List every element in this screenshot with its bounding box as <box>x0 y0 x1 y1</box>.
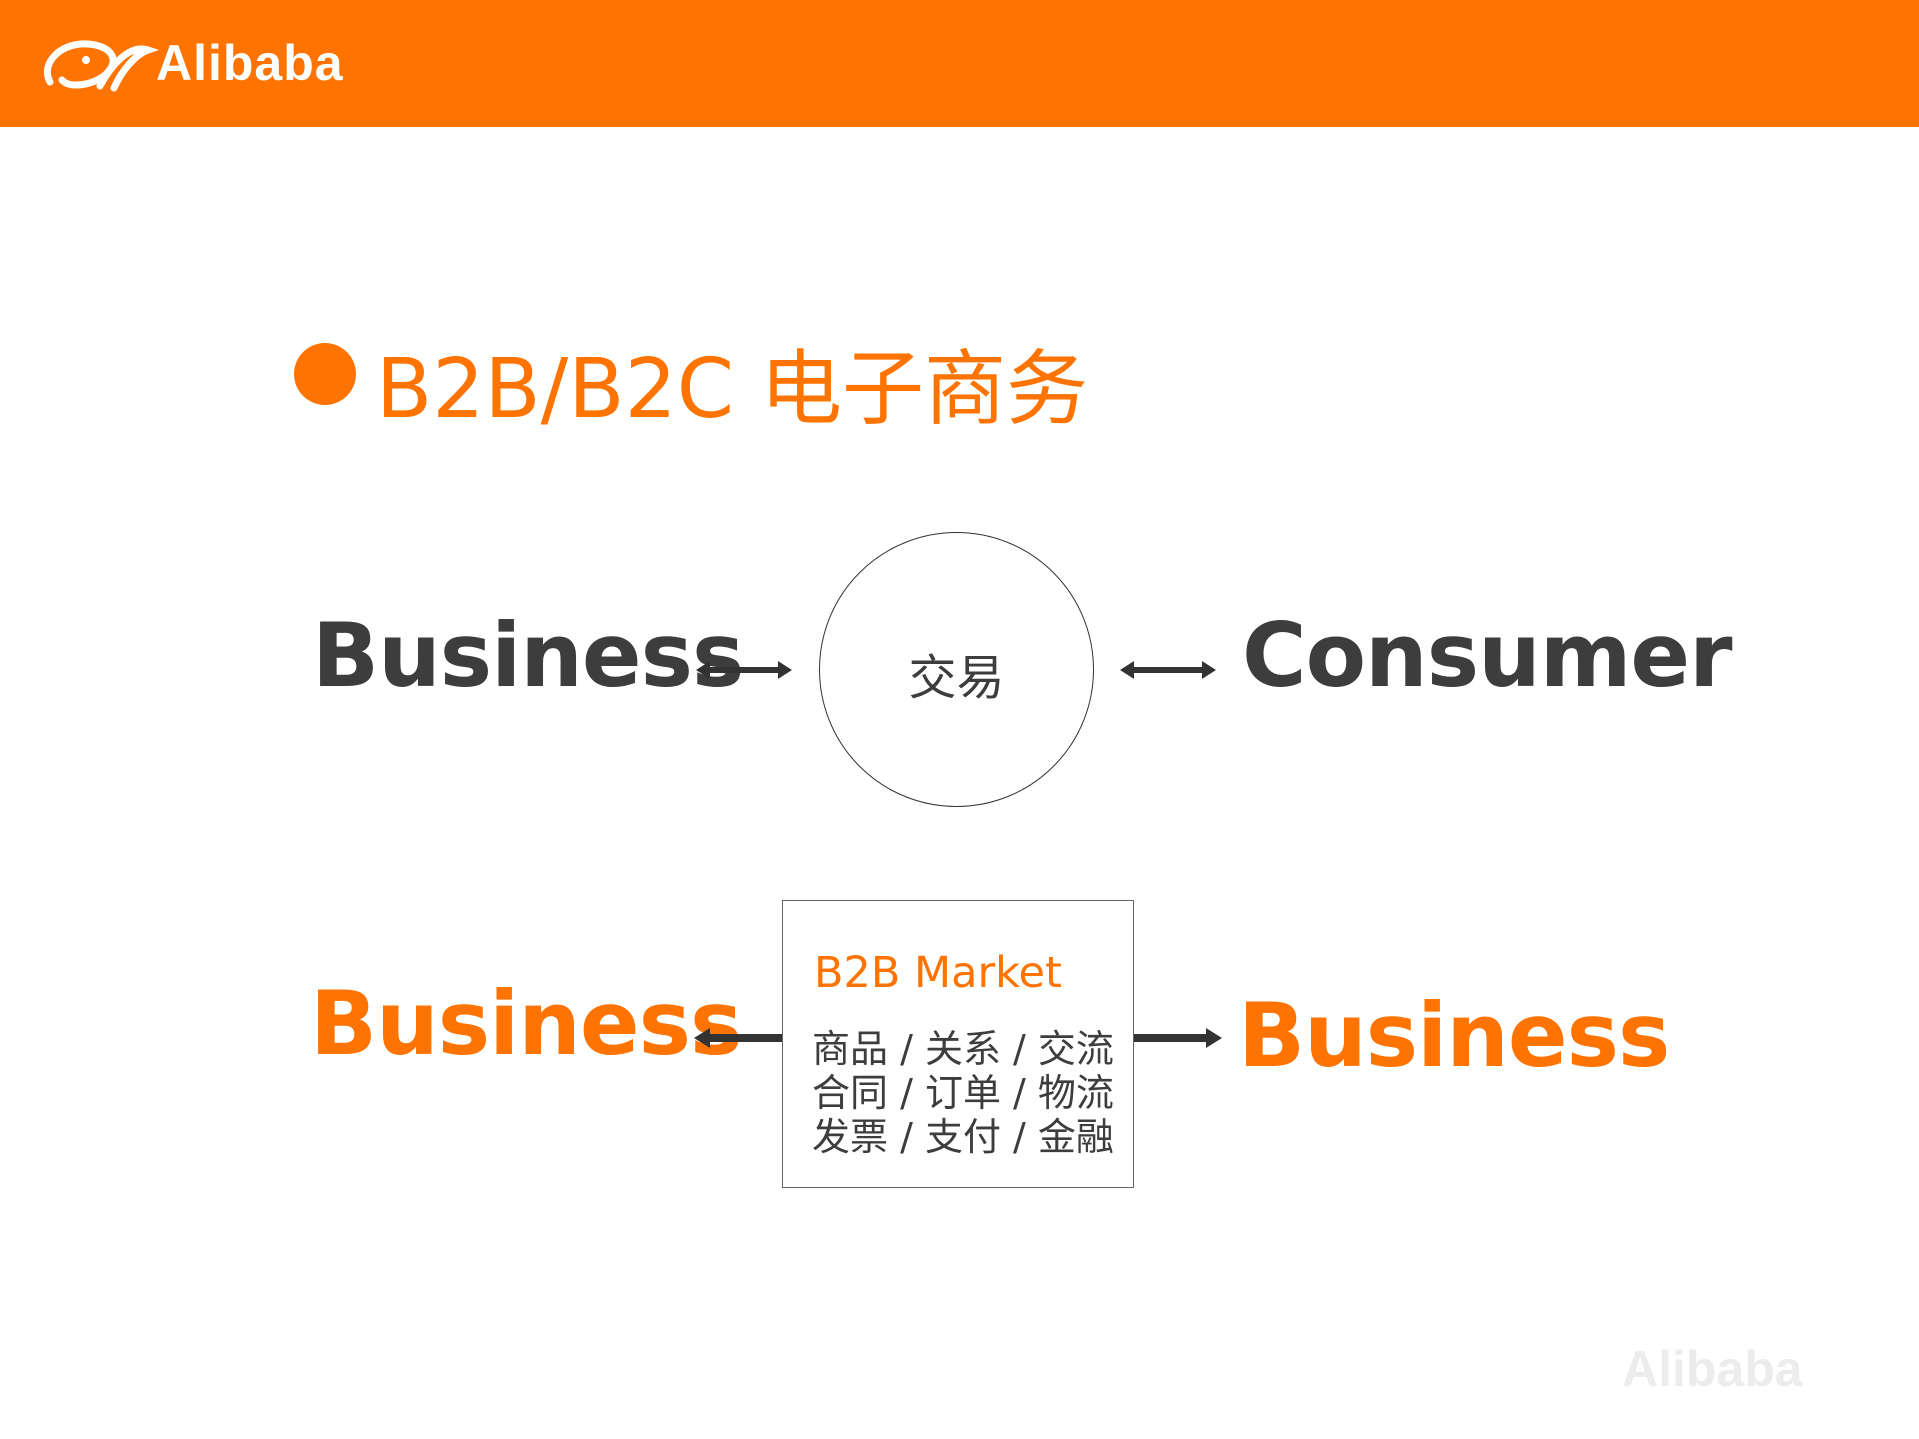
b2b-business-left-label: Business <box>310 972 742 1075</box>
b2b-market-title: B2B Market <box>814 948 1062 998</box>
brand-name: Alibaba <box>156 35 344 91</box>
alibaba-watermark: Alibaba <box>1622 1341 1803 1397</box>
transaction-label: 交易 <box>908 650 1005 706</box>
double-arrow-right-icon <box>1120 661 1216 679</box>
market-line-goods: 商品 / 关系 / 交流 <box>812 1027 1114 1071</box>
header-bar: Alibaba <box>0 0 1919 127</box>
b2c-business-label: Business <box>312 604 744 707</box>
arrow-left-icon <box>694 1028 784 1048</box>
bullet-dot <box>294 343 356 405</box>
alibaba-swoosh-icon <box>44 40 160 92</box>
consumer-label: Consumer <box>1242 604 1732 707</box>
slide-title: B2B/B2C 电子商务 <box>376 342 1089 437</box>
market-line-finance: 发票 / 支付 / 金融 <box>812 1115 1114 1159</box>
double-arrow-left-icon <box>696 661 792 679</box>
market-line-contracts: 合同 / 订单 / 物流 <box>812 1071 1114 1115</box>
transaction-circle <box>819 532 1094 807</box>
b2b-business-right-label: Business <box>1238 984 1670 1087</box>
arrow-right-icon <box>1134 1028 1222 1048</box>
b2b-market-box <box>782 900 1134 1188</box>
alibaba-logo: Alibaba <box>40 24 420 104</box>
